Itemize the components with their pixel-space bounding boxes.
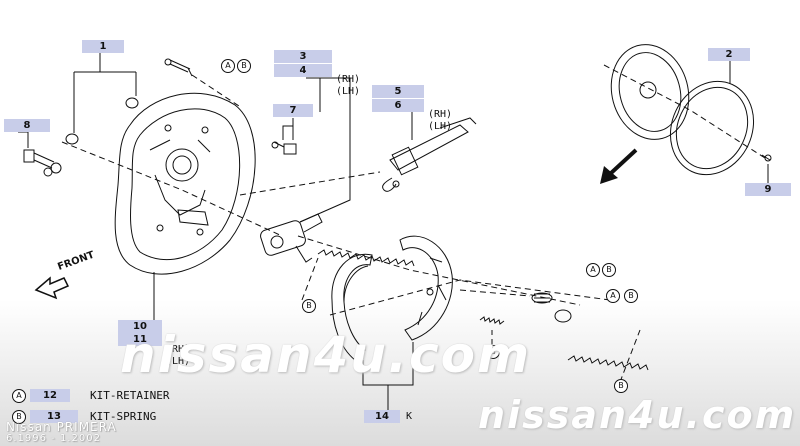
kit-b-marker[interactable]: B [237, 59, 251, 73]
watermark-center: nissan4u.com [120, 326, 532, 384]
brake-drum [610, 44, 772, 176]
kit-b-marker[interactable]: B [602, 263, 616, 277]
legend-12[interactable]: 12 [30, 389, 70, 402]
watermark-bottom-right: nissan4u.com [478, 393, 797, 437]
callout-3[interactable]: 3 [274, 50, 332, 63]
kit-b-marker[interactable]: B [614, 379, 628, 393]
callout-8[interactable]: 8 [4, 119, 50, 132]
vehicle-model: Nissan PRIMERA [6, 420, 117, 434]
plug-parts [65, 97, 139, 145]
kit-a-marker[interactable]: A [606, 289, 620, 303]
kit-a-marker[interactable]: A [221, 59, 235, 73]
callout-1[interactable]: 1 [82, 40, 124, 53]
brake-shoe-right [399, 235, 453, 341]
legend-kit-spring: KIT-SPRING [90, 410, 157, 423]
callout-5[interactable]: 5 [372, 85, 424, 98]
legend-13[interactable]: 13 [30, 410, 78, 423]
callout-4[interactable]: 4 [274, 64, 332, 77]
callout-9[interactable]: 9 [745, 183, 791, 196]
callout-10[interactable]: 10 [118, 320, 162, 333]
front-arrow-icon [34, 276, 70, 300]
legend-kit-retainer: KIT-RETAINER [90, 389, 170, 402]
kit-b-marker[interactable]: B [486, 345, 500, 359]
backing-plate [114, 92, 256, 275]
callout-10-11-sides: (RH)(LH) [166, 344, 191, 367]
springs [317, 249, 649, 371]
guide-lines [61, 64, 766, 383]
callout-11[interactable]: 11 [118, 333, 162, 346]
kit-a-marker[interactable]: A [586, 263, 600, 277]
adjuster-assembly [382, 117, 477, 192]
callout-3-4-sides: (RH)(LH) [336, 74, 361, 97]
callout-14-kit: K [406, 411, 413, 422]
bolt-top [164, 58, 193, 77]
direction-arrow [600, 148, 638, 184]
legend-kit-a-marker: A [12, 389, 26, 403]
callout-5-6-sides: (RH)(LH) [428, 109, 453, 132]
callout-6[interactable]: 6 [372, 99, 424, 112]
brake-shoe-left [331, 253, 373, 361]
callout-14[interactable]: 14 [364, 410, 400, 423]
kit-b-marker[interactable]: B [302, 299, 316, 313]
leader-lines [18, 52, 769, 410]
kit-b-marker[interactable]: B [624, 289, 638, 303]
legend-kit-b-marker: B [12, 410, 26, 424]
bleeder-screw [271, 141, 297, 155]
vehicle-dates: 6.1996 - 1.2002 [6, 433, 101, 444]
wheel-cylinder [260, 213, 323, 263]
callout-7[interactable]: 7 [273, 104, 313, 117]
bolt-8 [23, 149, 62, 177]
callout-2[interactable]: 2 [708, 48, 750, 61]
